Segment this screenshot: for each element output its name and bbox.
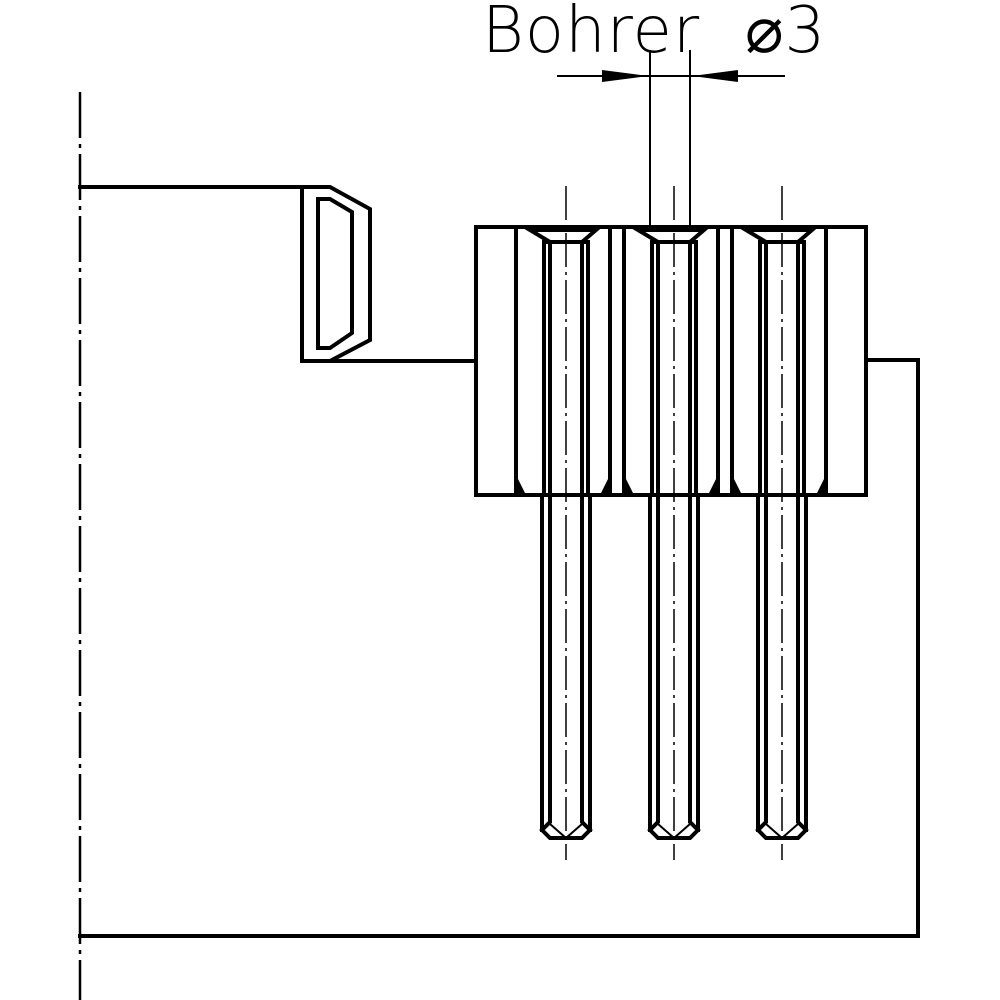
drill-dimension: Bohrer ⌀3 [482,0,826,230]
pin-outline [630,228,710,840]
latch-slot [316,197,354,350]
board-outline-right-bottom [78,358,920,938]
pin-2 [630,186,710,860]
header-body [474,225,868,497]
wall-fillet [732,475,742,495]
pin-3 [738,186,818,860]
pin-1 [522,186,602,860]
pin-outline [522,228,602,840]
wall-fillet [816,475,826,495]
dimension-arrow-right [692,70,738,82]
board-outline-top [78,185,372,363]
wall-fillet [600,475,610,495]
dimension-arrow-left [602,70,648,82]
wall-fillet [624,475,634,495]
drill-label: Bohrer [482,0,700,68]
pin-header [474,225,868,497]
pin-outline [738,228,818,840]
wall-fillet [516,475,526,495]
drill-diameter: ⌀3 [745,0,826,68]
wall-fillet [708,475,718,495]
